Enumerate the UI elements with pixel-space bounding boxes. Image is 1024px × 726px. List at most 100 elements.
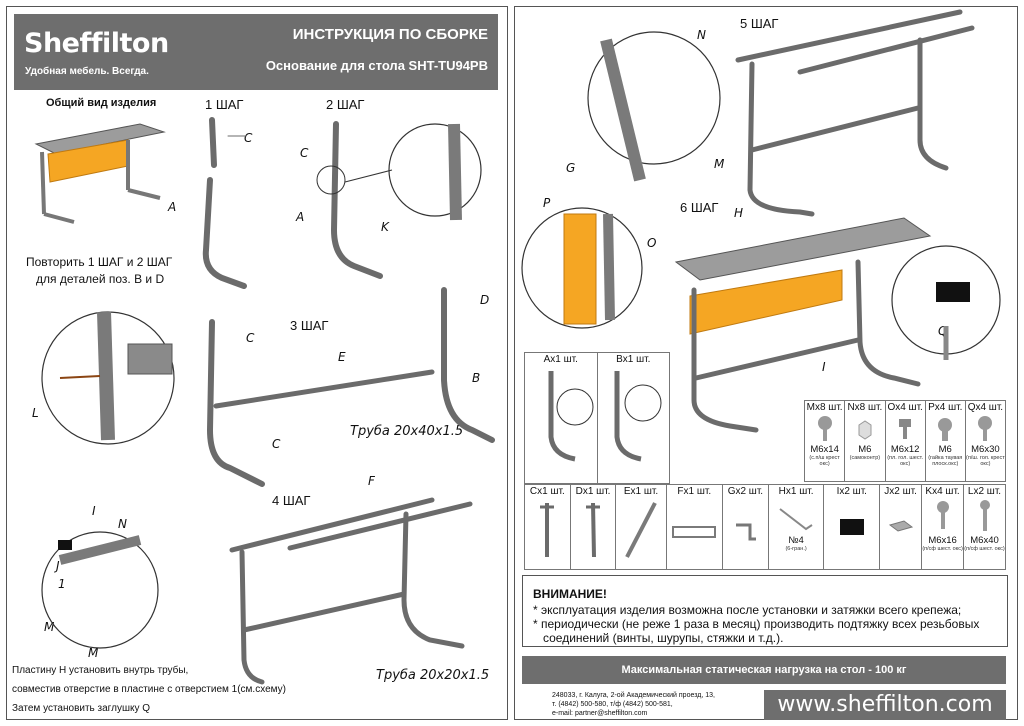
label-e: E: [338, 350, 346, 364]
part-i-icon: [839, 519, 864, 535]
page-subtitle: Основание для стола SHT-TU94PB: [265, 58, 488, 73]
label-b: B: [472, 371, 481, 385]
fastener-p-cell: Px4 шт. M6 (гайка таувая плоск.окс): [924, 400, 966, 482]
step3-label: 3 ШАГ: [290, 318, 329, 333]
label-a-step1: A: [168, 200, 177, 214]
part-h-sub: (6-гран.): [785, 546, 807, 552]
part-j-icon: [888, 520, 913, 532]
repeat-note-line2: для деталей поз. В и D: [36, 272, 165, 286]
screw-icon: [805, 415, 844, 445]
website-link[interactable]: www.sheffilton.com: [764, 690, 1006, 720]
part-b-label: Bx1 шт.: [616, 354, 651, 365]
warning-line2: * периодически (не реже 1 раза в месяц) …: [533, 617, 980, 631]
part-i-cell: Ix2 шт.: [823, 484, 881, 570]
label-j: J: [56, 559, 60, 573]
fastener-n-size: M6: [858, 444, 872, 455]
fastener-o-label: Ox4 шт.: [887, 402, 923, 413]
header-banner: Sheffilton Удобная мебель. Всегда. ИНСТР…: [14, 14, 498, 90]
label-c-step1: C: [244, 131, 253, 145]
general-view-heading: Общий вид изделия: [46, 97, 157, 109]
part-e-icon: [625, 502, 657, 558]
part-l-cell: Lx2 шт. M6x40 (п/сф шест. окс): [963, 484, 1006, 570]
part-b-icon: [614, 371, 662, 462]
label-f: F: [368, 474, 375, 488]
brand-slogan: Удобная мебель. Всегда.: [25, 66, 149, 77]
part-a-label: Ax1 шт.: [543, 354, 578, 365]
fastener-n-label: Nx8 шт.: [847, 402, 883, 413]
part-k-size: M6x16: [928, 535, 957, 546]
tube-20x40-label: Труба 20х40х1.5: [350, 424, 464, 439]
nut-icon: [845, 415, 884, 445]
hex-key-icon: [779, 508, 813, 531]
screw-long-icon: [966, 415, 1005, 445]
part-d-label: Dx1 шт.: [575, 486, 611, 497]
part-j-cell: Jx2 шт.: [879, 484, 923, 570]
part-g-icon: [736, 523, 757, 541]
part-k-label: Kx4 шт.: [925, 486, 960, 497]
bolt-icon: [886, 415, 925, 445]
step4-label: 4 ШАГ: [272, 493, 311, 508]
label-c-step2: C: [300, 146, 309, 160]
fastener-q-cell: Qx4 шт. M6x30 (п/ш. гол. крест окс): [964, 400, 1007, 482]
part-c-label: Cx1 шт.: [529, 486, 565, 497]
fastener-m-size: M6x14: [810, 444, 839, 455]
part-f-label: Fx1 шт.: [677, 486, 712, 497]
tee-nut-icon: [926, 415, 965, 445]
fastener-o-size: M6x12: [890, 444, 920, 455]
part-f-icon: [672, 526, 717, 538]
label-n-step4: N: [118, 517, 127, 531]
part-c-icon: [540, 503, 555, 557]
repeat-note-line1: Повторить 1 ШАГ и 2 ШАГ: [26, 255, 173, 269]
fastener-o-sub: (пл. гол. шест. окс): [887, 455, 924, 467]
parts-table-bottom: Cx1 шт. Dx1 шт. Ex1 шт. Fx1 шт. Gx2 шт. …: [524, 484, 1006, 570]
part-i-label: Ix2 шт.: [836, 486, 867, 497]
label-m-step5: M: [714, 157, 725, 171]
label-c-step3b: C: [272, 437, 281, 451]
step2-label: 2 ШАГ: [326, 97, 365, 112]
label-m-step4b: M: [88, 646, 99, 660]
label-q: Q: [938, 324, 948, 338]
warning-title: ВНИМАНИЕ!: [533, 587, 607, 601]
label-n-step5: N: [697, 28, 706, 42]
part-h-label: Hx1 шт.: [778, 486, 814, 497]
page-title: ИНСТРУКЦИЯ ПО СБОРКЕ: [292, 26, 488, 43]
part-k-sub: (п/сф шест. окс): [922, 546, 963, 552]
label-k: K: [381, 220, 389, 234]
part-d-cell: Dx1 шт.: [569, 484, 617, 570]
fastener-q-sub: (п/ш. гол. крест окс): [966, 455, 1005, 467]
left-page-frame: [6, 6, 508, 720]
tube-20x20-label: Труба 20х20х1.5: [376, 668, 490, 683]
warning-line1: * эксплуатация изделия возможна после ус…: [533, 603, 962, 617]
fastener-o-cell: Ox4 шт. M6x12 (пл. гол. шест. окс): [884, 400, 926, 482]
step5-label: 5 ШАГ: [740, 16, 779, 31]
part-e-cell: Ex1 шт.: [615, 484, 667, 570]
label-m-step4a: M: [44, 620, 55, 634]
note-line3: Затем установить заглушку Q: [12, 703, 151, 714]
fastener-m-cell: Mx8 шт. M6x14 (с.п/ш крест окс): [803, 400, 846, 482]
fastener-m-sub: (с.п/ш крест окс): [809, 455, 840, 467]
part-h-size: №4: [788, 535, 804, 546]
step6-label: 6 ШАГ: [680, 200, 719, 215]
part-l-sub: (п/сф шест. окс): [964, 546, 1005, 552]
part-g-cell: Gx2 шт.: [722, 484, 769, 570]
part-h-cell: Hx1 шт. №4 (6-гран.): [767, 484, 825, 570]
fastener-p-label: Px4 шт.: [928, 402, 963, 413]
label-1: 1: [58, 577, 66, 591]
label-p: P: [543, 196, 551, 210]
fastener-p-sub: (гайка таувая плоск.окс): [928, 455, 963, 467]
part-c-cell: Cx1 шт.: [524, 484, 571, 570]
part-b-cell: Bx1 шт.: [596, 352, 670, 484]
note-line1: Пластину Н установить внутрь трубы,: [12, 665, 189, 676]
part-e-label: Ex1 шт.: [623, 486, 659, 497]
label-d: D: [480, 293, 490, 307]
fastener-q-label: Qx4 шт.: [967, 402, 1004, 413]
label-c-step3: C: [246, 331, 255, 345]
warning-line3: соединений (винты, шурупы, стяжки и т.д.…: [543, 631, 784, 645]
parts-table-top: Ax1 шт. Bx1 шт.: [524, 352, 670, 484]
label-i-step4: I: [92, 504, 96, 518]
address-line3: e-mail: partner@sheffilton.com: [552, 710, 648, 717]
part-d-icon: [586, 502, 601, 558]
fastener-n-sub: (самоконтр): [849, 455, 881, 461]
part-l-label: Lx2 шт.: [967, 486, 1002, 497]
fasteners-table: Mx8 шт. M6x14 (с.п/ш крест окс) Nx8 шт. …: [803, 400, 1007, 482]
